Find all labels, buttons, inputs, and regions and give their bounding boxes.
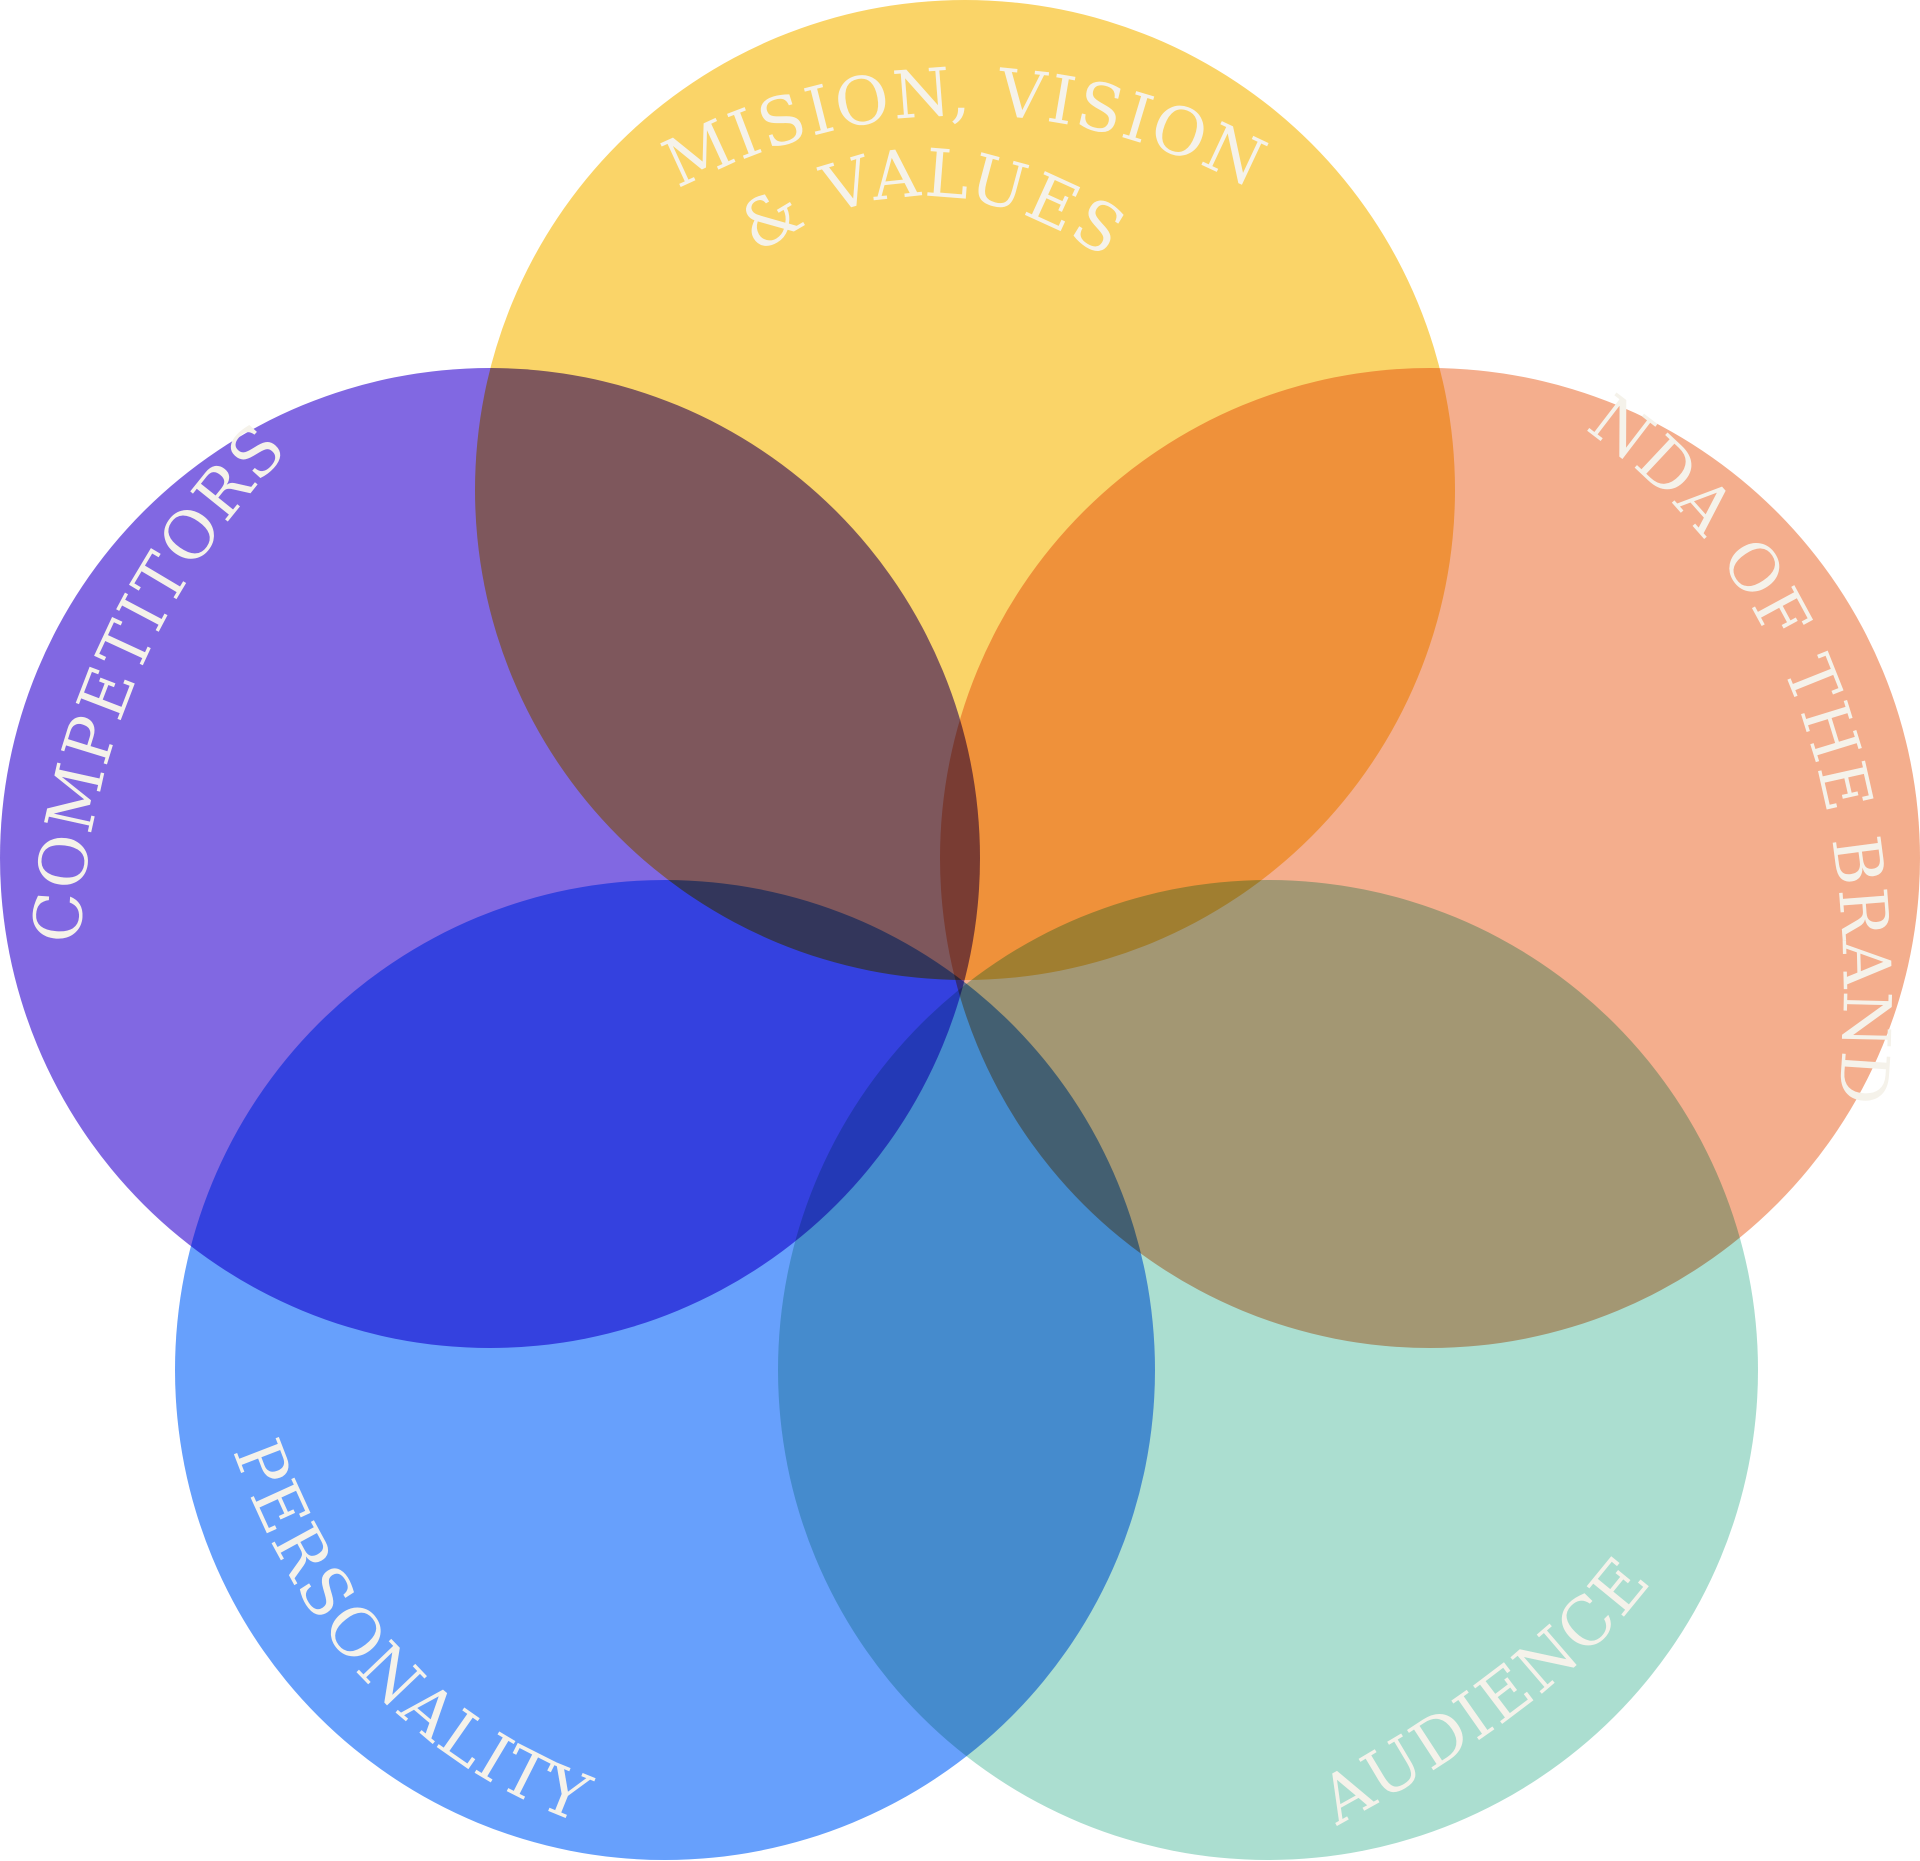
circle-audience (778, 880, 1758, 1860)
